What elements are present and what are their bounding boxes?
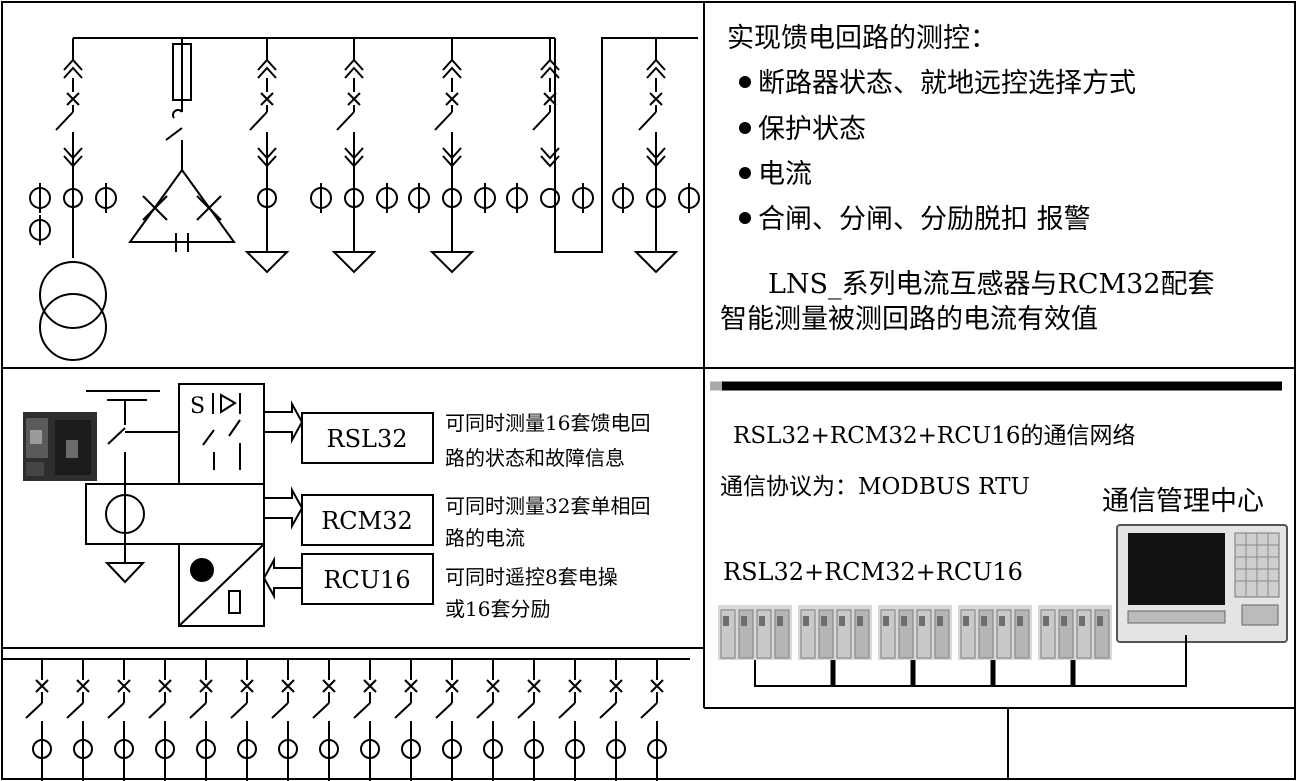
circuit-branch	[271, 659, 298, 781]
feeder-5	[408, 38, 496, 274]
center-label: 通信管理中心	[1102, 486, 1264, 517]
circuit-branch	[558, 659, 585, 781]
rcm32-label: RCM32	[321, 507, 413, 535]
feeder-6	[506, 38, 594, 213]
rcu16-desc-line2: 或16套分励	[445, 597, 550, 621]
rsl32-label: RSL32	[327, 425, 408, 453]
cabinet-photo	[23, 412, 97, 481]
outgoing-circuits	[2, 658, 690, 781]
bullet-dot	[739, 167, 751, 179]
rcu16-desc-line1: 可同时遥控8套电操	[445, 565, 618, 589]
protocol-text: 通信协议为：MODBUS RTU	[720, 474, 1030, 500]
rsl32-desc-line2: 路的状态和故障信息	[445, 446, 625, 470]
rsl32-module	[301, 412, 434, 464]
ct-note-line2: 智能测量被测回路的电流有效值	[720, 304, 1098, 335]
circuit-branch	[476, 659, 503, 781]
device-unit	[1038, 605, 1112, 660]
circuit-branch	[312, 659, 339, 781]
device-units	[718, 605, 1112, 660]
measure-heading: 实现馈电回路的测控：	[727, 23, 997, 54]
busbar-tie	[554, 37, 698, 253]
rcu16-module	[301, 553, 434, 605]
rcu16-label: RCU16	[323, 566, 410, 594]
circuit-branch	[107, 659, 134, 781]
feeder-7	[612, 38, 700, 274]
device-unit	[878, 605, 952, 660]
bullet-current: 电流	[758, 159, 812, 190]
network-title: RSL32+RCM32+RCU16的通信网络	[733, 423, 1135, 449]
circuit-branch	[517, 659, 544, 781]
single-line-diagram	[29, 37, 700, 361]
monitor-icon	[1116, 524, 1288, 643]
module-wiring: S RSL32 RCM32 RCU16 可同时测量16套馈电回 路的状态和故障信…	[23, 383, 650, 627]
bullet-dot	[739, 122, 751, 134]
circuit-branch	[353, 659, 380, 781]
rcm32-desc-line1: 可同时测量32套单相回	[445, 494, 650, 518]
feeder-capacitor	[128, 38, 236, 252]
ct-note-line1: LNS_系列电流互感器与RCM32配套	[768, 269, 1215, 300]
rcm32-desc-line2: 路的电流	[445, 526, 525, 550]
circuit-branch	[66, 659, 93, 781]
top-right-text: 实现馈电回路的测控： 断路器状态、就地远控选择方式 保护状态 电流 合闸、分闸、…	[720, 23, 1215, 335]
rsl32-desc-line1: 可同时测量16套馈电回	[445, 411, 650, 435]
bullet-close-open-alarm: 合闸、分闸、分励脱扣 报警	[758, 204, 1091, 235]
device-unit	[958, 605, 1032, 660]
bullet-dot	[739, 212, 751, 224]
bullet-breaker-status: 断路器状态、就地远控选择方式	[758, 68, 1136, 99]
circuit-branch	[230, 659, 257, 781]
feeder-4	[310, 38, 398, 274]
s-box-label: S	[190, 394, 205, 419]
circuit-branch	[189, 659, 216, 781]
bullet-protection-status: 保护状态	[758, 114, 866, 145]
circuit-branch	[25, 659, 52, 781]
circuit-branch	[435, 659, 462, 781]
device-unit	[718, 605, 792, 660]
communication-network: RSL32+RCM32+RCU16的通信网络 通信协议为：MODBUS RTU …	[710, 381, 1288, 687]
circuit-branch	[148, 659, 175, 781]
feeder-transformer	[29, 38, 117, 361]
bullet-dot	[739, 76, 751, 88]
circuit-branch	[394, 659, 421, 781]
devices-label: RSL32+RCM32+RCU16	[723, 558, 1023, 586]
device-unit	[798, 605, 872, 660]
circuit-branch	[599, 659, 626, 781]
circuit-branch	[640, 659, 667, 781]
feeder-3	[244, 38, 290, 274]
rcm32-module	[301, 494, 434, 546]
